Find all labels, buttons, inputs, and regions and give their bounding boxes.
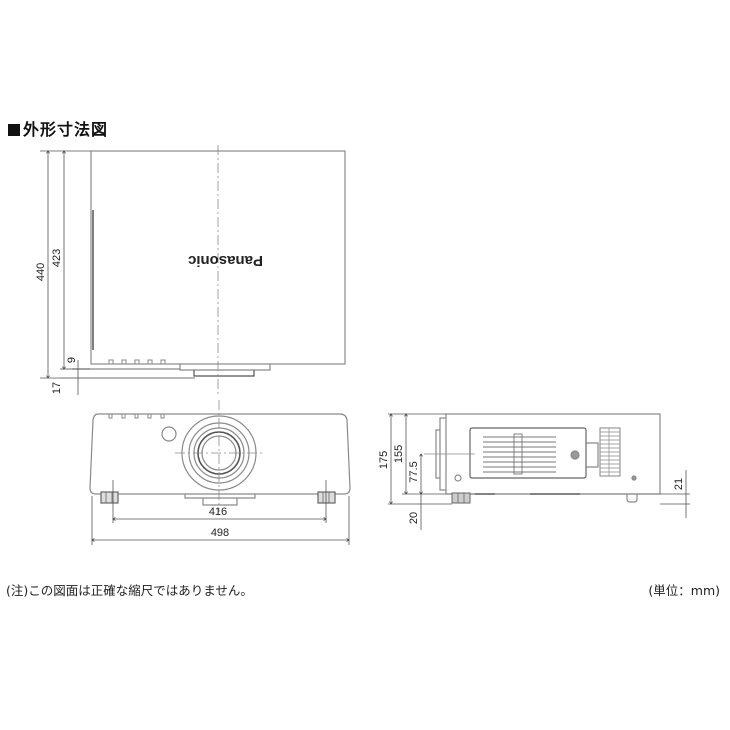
dim-total-width: 498 [211,527,229,539]
dim-body-depth: 423 [51,249,63,267]
unit-label: (単位：mm) [648,583,720,598]
dim-lens-offset: 17 [51,382,63,394]
square-bullet-icon [8,124,20,136]
dim-lens-protrusion: 9 [66,357,78,363]
scale-note: (注)この図面は正確な縮尺ではありません。 [6,583,253,598]
dim-total-depth: 440 [35,263,47,281]
dim-total-height: 175 [378,451,390,469]
dim-foot-span: 416 [209,506,227,518]
top-view [60,145,346,395]
brand-logo: Panasonic [188,252,263,269]
side-view [424,413,661,503]
section-title: 外形寸法図 [8,116,108,140]
dim-rear-foot-height: 21 [673,478,685,490]
front-view [89,400,351,512]
side-foot [451,492,471,504]
section-title-text: 外形寸法図 [23,120,109,139]
dim-foot-height: 20 [408,512,420,524]
dim-body-height: 155 [393,445,405,463]
dim-lens-center-height: 77.5 [408,461,420,482]
